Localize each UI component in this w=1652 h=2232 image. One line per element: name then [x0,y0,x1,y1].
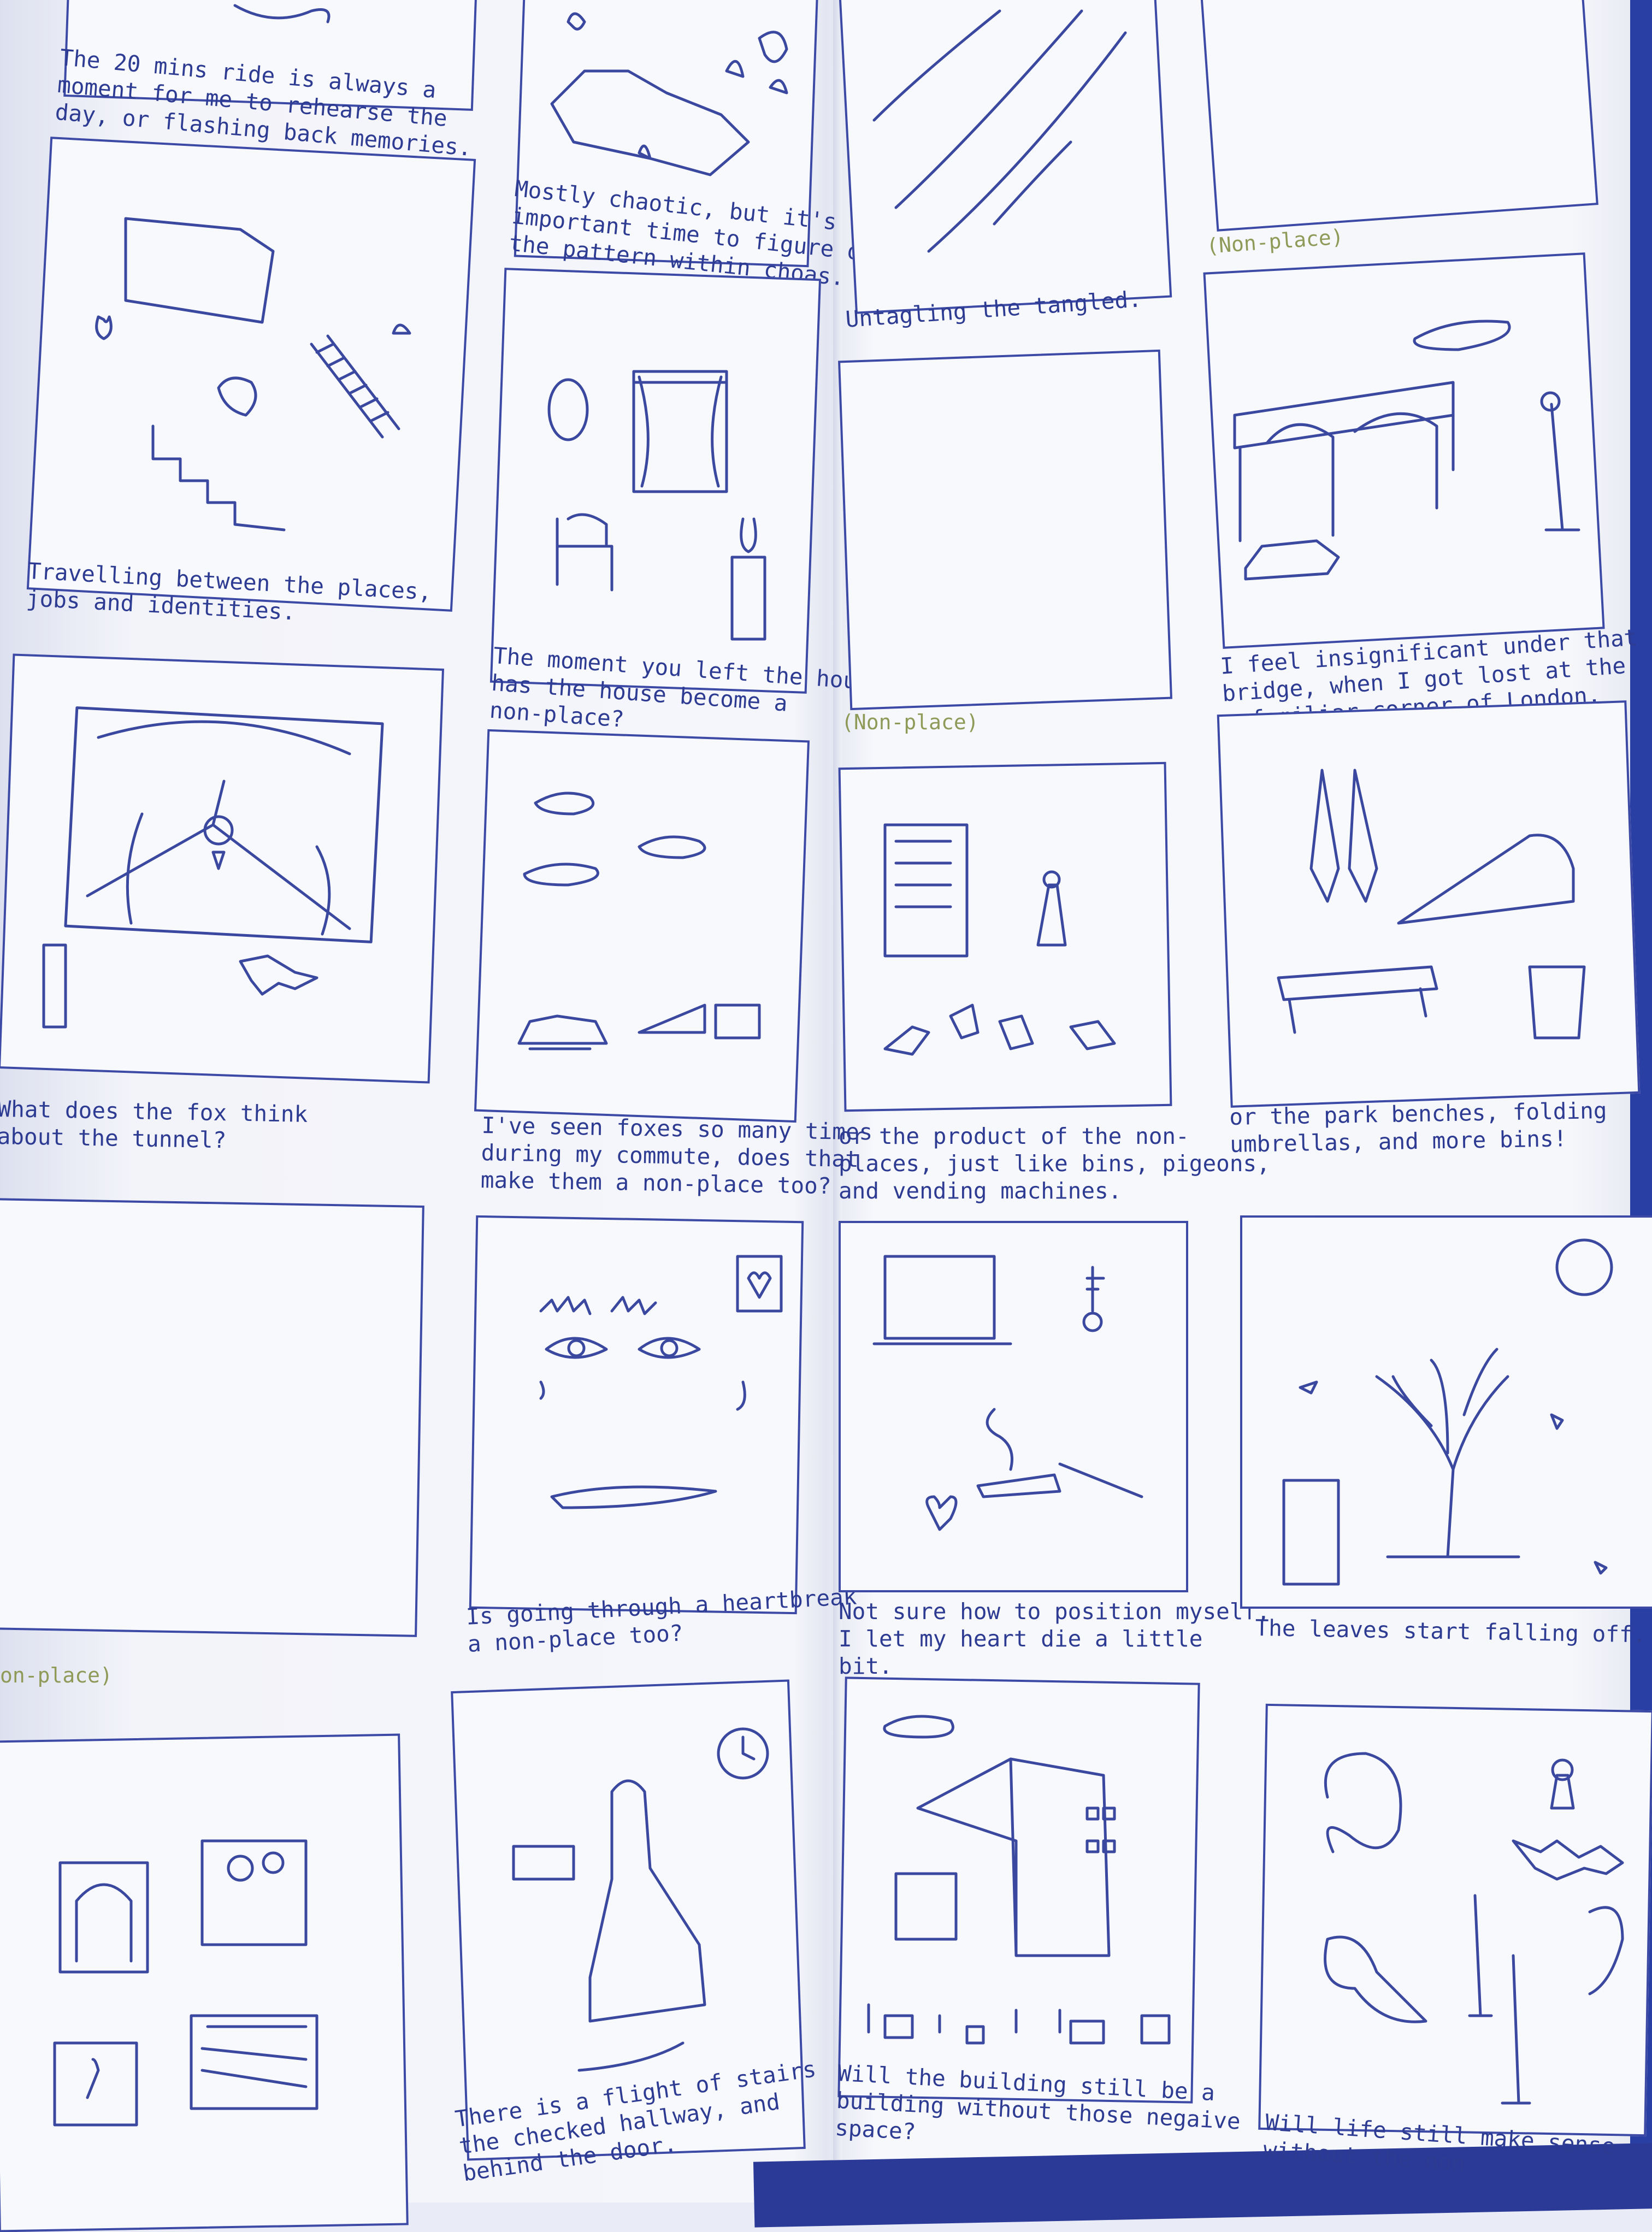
bin-icon [1528,965,1586,1040]
tunnel-drawing [42,706,384,1029]
bench-icon [1277,965,1438,1034]
hair-icon [217,376,257,417]
cigarette-heart-drawing [872,1255,1143,1531]
building-icon [916,1757,1111,1957]
car-icon [1244,539,1340,581]
door-icon [1282,1479,1340,1586]
broken-heart-icon [736,1255,783,1313]
pigeon-icon [883,1003,1116,1056]
caption-fox-tunnel: What does the fox think about the tunnel… [0,1095,308,1154]
key-icon [1085,1266,1105,1313]
vase-icon [740,517,757,553]
vending-pigeons-drawing [883,823,1116,1056]
pillar-icon [42,943,67,1029]
panel-empty-middle [838,349,1172,711]
caption-position-myself: Not sure how to position myself, I let m… [839,1598,1270,1679]
mirror-icon [547,378,589,441]
bottle-icon [1036,883,1067,947]
clock-icon [717,1727,769,1780]
rope-icon [1324,1752,1402,1853]
car-icon [550,69,750,176]
person-icon [1324,1935,1427,2023]
curtain-window-icon [883,1255,996,1340]
vending-machine-icon [883,823,969,958]
caption-park-benches: or the park benches, folding umbrellas, … [1229,1097,1607,1158]
fire-icon [567,12,788,160]
scarf-icon [233,4,331,23]
tree-drawing [1282,1238,1613,1586]
house-icon [124,217,275,324]
person-icon [211,851,226,870]
armchair-icon [556,513,613,592]
tangled-lines-drawing [872,9,1127,253]
clouds-icon [523,792,706,887]
clouds-car-drawing [517,792,761,1050]
park-drawing [1277,769,1586,1040]
caption-seen-foxes: I've seen foxes so many times during my … [480,1112,873,1200]
pole-icon [1544,403,1580,532]
bridge-drawing [1233,320,1580,581]
tunnel-icon [64,706,384,943]
building-drawing [867,1715,1171,2045]
tree-icon [1375,1348,1509,1558]
frames-drawing [53,1839,318,2127]
fire-icon [95,315,113,340]
clouds-icon [1413,320,1511,351]
keyhole-icon [53,2041,138,2127]
panel-empty-right [1199,0,1598,232]
panel-empty-left [0,1198,424,1637]
interior-drawing [547,370,766,641]
keyhole-icon [1550,1774,1575,1810]
bridge-icon [1233,381,1455,542]
stairs-icon [151,424,286,532]
umbrella-icon [1309,769,1378,903]
clouds-icon [883,1715,954,1739]
stairs-clock-drawing [512,1727,769,2072]
candle-icon [1468,1894,1531,2105]
ladder-icon [310,334,400,439]
nonplace-label-middle: (Non-place) [841,710,979,734]
broken-heart-icon [925,1495,958,1531]
candles-drawing [1324,1752,1624,2105]
eyes-drawing [539,1255,783,1509]
house-ladder-stairs-drawing [95,217,411,532]
center-fold [833,0,842,2203]
nonplace-label-left: on-place) [0,1663,113,1687]
curtain-window-icon [632,370,728,493]
panel-cigarette-heart [839,1221,1188,1592]
door-icon [730,556,766,641]
cigarette-icon [976,1462,1143,1498]
stone-icon [392,323,411,335]
car-fire-drawing [550,12,788,176]
eyes-icon [539,1296,701,1359]
car-icon [517,1014,608,1050]
fox-icon [239,954,318,996]
caption-product-nonplaces: or the product of the non- places, just … [839,1123,1270,1204]
